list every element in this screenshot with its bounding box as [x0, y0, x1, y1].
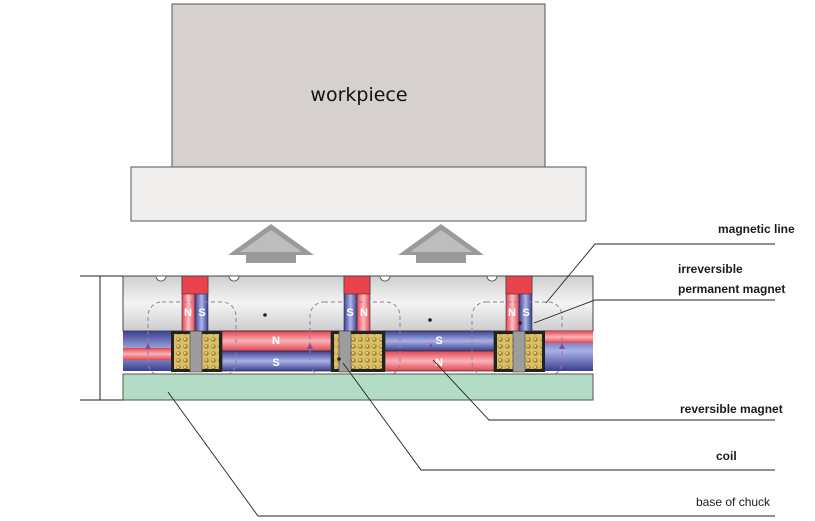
label-base-of-chuck: base of chuck — [696, 495, 771, 509]
marker-dot — [428, 318, 432, 322]
lift-arrow-left — [228, 224, 314, 263]
marker-dot — [337, 357, 341, 361]
reversible-magnet-1: N S — [221, 330, 332, 372]
label-reversible-magnet: reversible magnet — [680, 402, 783, 416]
pole-label: S — [522, 307, 529, 319]
pole-label: N — [360, 307, 368, 319]
irreversible-magnet-1: N S — [181, 275, 209, 332]
pole-label: S — [435, 335, 442, 347]
leader-magnetic-line — [545, 243, 775, 304]
coil-2 — [331, 330, 385, 373]
top-plate — [130, 166, 587, 222]
coil-1 — [171, 330, 222, 373]
marker-dot — [518, 321, 522, 325]
pole-label: S — [346, 307, 353, 319]
reversible-magnet-2: S N — [384, 330, 495, 372]
pole-label: S — [272, 357, 279, 369]
flux-arrows — [145, 343, 565, 349]
leader-base-of-chuck — [167, 391, 775, 517]
workpiece: workpiece — [171, 3, 546, 168]
pole-label: N — [184, 307, 192, 319]
pole-label: N — [435, 357, 443, 369]
label-magnetic-line: magnetic line — [718, 222, 795, 236]
reversible-segment-left-red — [123, 348, 171, 360]
reversible-segment-right-red — [545, 331, 593, 343]
workpiece-label: workpiece — [310, 84, 407, 106]
leader-lines — [167, 243, 775, 517]
pole-label: S — [198, 307, 205, 319]
label-coil: coil — [716, 449, 737, 463]
pole-label: N — [272, 335, 280, 347]
chuck-base — [122, 373, 594, 401]
irreversible-magnet-2: S N — [343, 275, 371, 332]
label-irreversible-line1: irreversible — [678, 262, 743, 276]
pole-label: N — [508, 307, 516, 319]
label-irreversible-line2: permanent magnet — [678, 282, 785, 296]
height-bracket — [80, 275, 123, 401]
irreversible-magnet-3: N S — [505, 275, 533, 332]
coil-3 — [494, 330, 545, 373]
leader-coil — [342, 362, 775, 471]
leader-irreversible-magnet — [533, 299, 775, 324]
lift-arrow-right — [398, 224, 484, 263]
marker-dot — [263, 313, 267, 317]
leader-reversible-magnet — [432, 359, 775, 421]
